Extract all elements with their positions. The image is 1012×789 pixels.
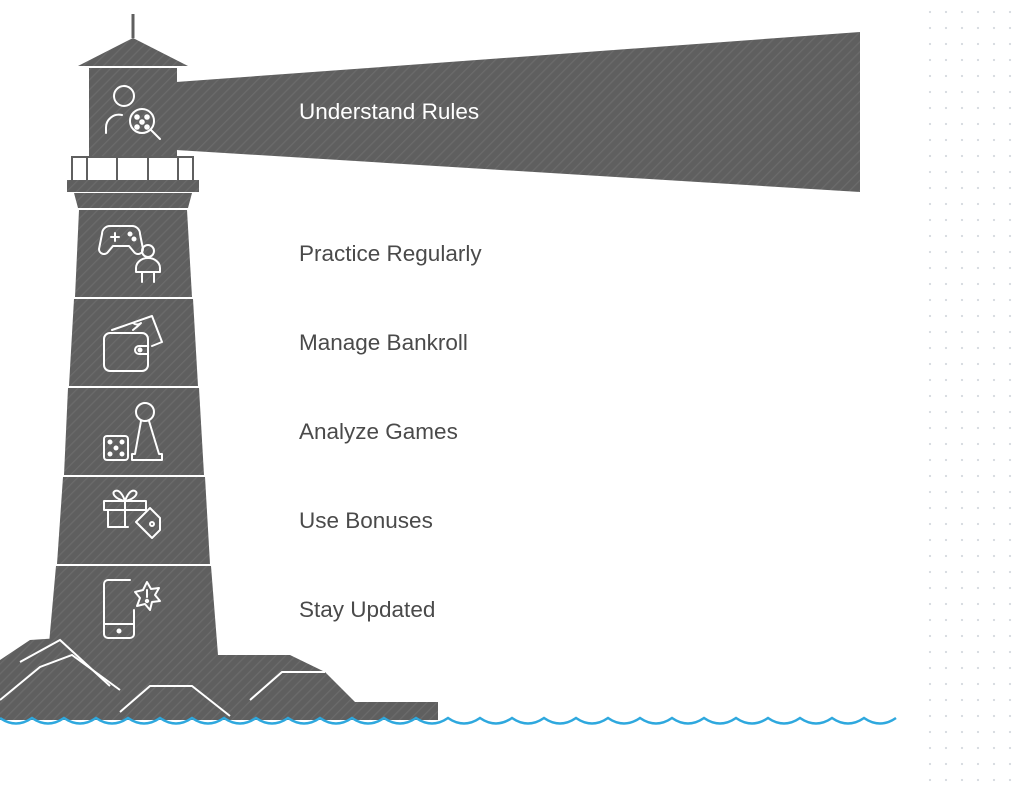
dice-pawn-icon (103, 402, 163, 461)
dotted-background (918, 0, 1012, 789)
phone-alert-icon (103, 579, 161, 639)
lighthouse-roof (78, 38, 188, 66)
wallet-money-icon (103, 315, 163, 372)
water-waves (0, 716, 897, 725)
step-label-understand-rules: Understand Rules (299, 99, 480, 124)
lighthouse-railing (71, 156, 194, 180)
step-label-manage-bankroll: Manage Bankroll (299, 330, 468, 355)
step-label-practice-regularly: Practice Regularly (299, 241, 482, 266)
lighthouse-deck (67, 180, 199, 192)
light-beam (176, 32, 860, 192)
rules-magnifier-icon (104, 85, 161, 140)
gamepad-player-icon (98, 225, 161, 283)
rocks (0, 638, 438, 720)
step-label-use-bonuses: Use Bonuses (299, 508, 433, 533)
step-label-stay-updated: Stay Updated (299, 597, 436, 622)
step-label-analyze-games: Analyze Games (299, 419, 458, 444)
lighthouse-deck-base (74, 193, 192, 208)
tower-sections (48, 210, 218, 655)
gift-tag-icon (103, 489, 161, 539)
